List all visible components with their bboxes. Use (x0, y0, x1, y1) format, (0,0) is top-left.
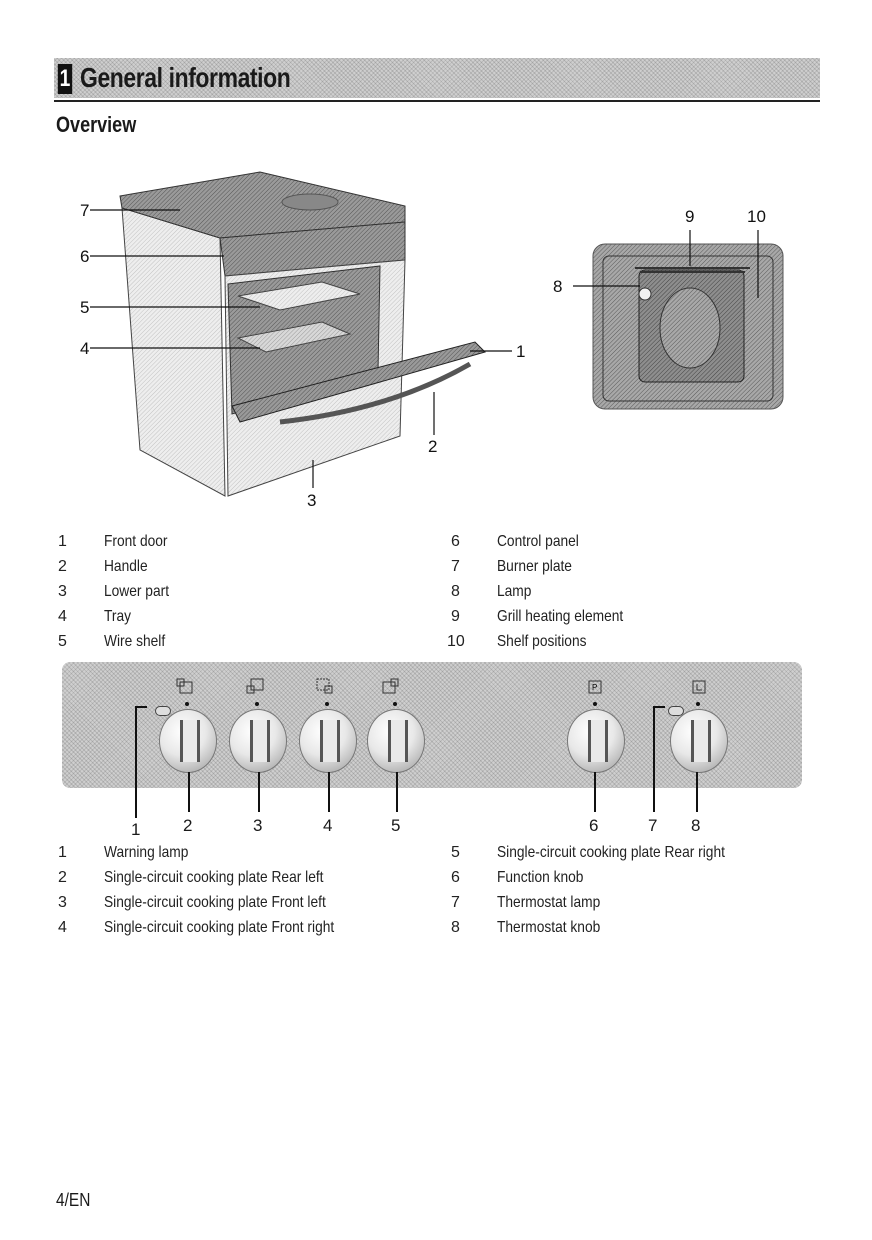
section-number: 1 (57, 64, 73, 94)
leader-line-3 (258, 772, 260, 812)
wire-shelf (237, 281, 361, 311)
callout-5: 5 (80, 298, 89, 317)
panel-callout-7: 7 (648, 816, 658, 835)
header-background (54, 58, 820, 98)
panel-callout-8: 8 (691, 816, 701, 835)
knob-index-dot (593, 702, 597, 706)
callout-2: 2 (428, 437, 437, 456)
thermostat-knob[interactable] (670, 709, 728, 773)
callout-3: 3 (307, 491, 316, 510)
cooker-illustration: 7 6 5 4 1 2 3 (80, 171, 525, 510)
leader-line-5 (396, 772, 398, 812)
panel-callout-3: 3 (253, 816, 263, 835)
hob-zone (281, 193, 339, 211)
open-door (231, 341, 486, 423)
thermostat-icon (692, 680, 710, 696)
panel-callout-4: 4 (323, 816, 333, 835)
leader-line-8 (696, 772, 698, 812)
panel-callout-5: 5 (391, 816, 401, 835)
rear-right-plate-icon (382, 678, 400, 694)
knob-index-dot (325, 702, 329, 706)
callout-8: 8 (553, 277, 562, 296)
rear-left-plate-knob[interactable] (159, 709, 217, 773)
grill-element (635, 267, 750, 273)
knob-index-dot (185, 702, 189, 706)
fan-cover (659, 287, 721, 369)
tray (236, 321, 352, 353)
leader-line-4 (328, 772, 330, 812)
knob-index-dot (393, 702, 397, 706)
rear-right-plate-knob[interactable] (367, 709, 425, 773)
oven-interior-illustration: 8 9 10 (553, 207, 784, 410)
leader-line-1-h (135, 706, 147, 708)
function-knob[interactable] (567, 709, 625, 773)
leader-line-2 (188, 772, 190, 812)
panel-callout-1: 1 (131, 820, 141, 839)
rear-left-plate-icon (176, 678, 194, 694)
callout-1: 1 (516, 342, 525, 361)
page-number: 4/EN (56, 1190, 91, 1210)
callout-6: 6 (80, 247, 89, 266)
door-handle (279, 361, 472, 425)
function-icon: P (588, 680, 606, 696)
control-panel: P (62, 662, 802, 788)
lamp-icon (638, 287, 652, 301)
callout-4: 4 (80, 339, 89, 358)
panel-callout-6: 6 (589, 816, 599, 835)
front-right-plate-knob[interactable] (299, 709, 357, 773)
thermostat-lamp (668, 706, 684, 716)
svg-text:P: P (592, 683, 597, 692)
section-header: 1 General information (54, 58, 820, 102)
callout-10: 10 (747, 207, 766, 226)
leader-line-1 (135, 706, 137, 818)
leader-line-6 (594, 772, 596, 812)
knob-index-dot (255, 702, 259, 706)
front-right-plate-icon (316, 678, 334, 694)
cooker-side-panel (121, 207, 226, 497)
front-left-plate-knob[interactable] (229, 709, 287, 773)
knob-index-dot (696, 702, 700, 706)
leader-line-7 (653, 706, 655, 812)
overview-heading: Overview (56, 112, 137, 137)
leader-line-7-h (653, 706, 665, 708)
panel-callout-2: 2 (183, 816, 193, 835)
callout-7: 7 (80, 201, 89, 220)
section-title: General information (80, 62, 291, 93)
warning-lamp (155, 706, 171, 716)
front-left-plate-icon (246, 678, 264, 694)
callout-9: 9 (685, 207, 694, 226)
